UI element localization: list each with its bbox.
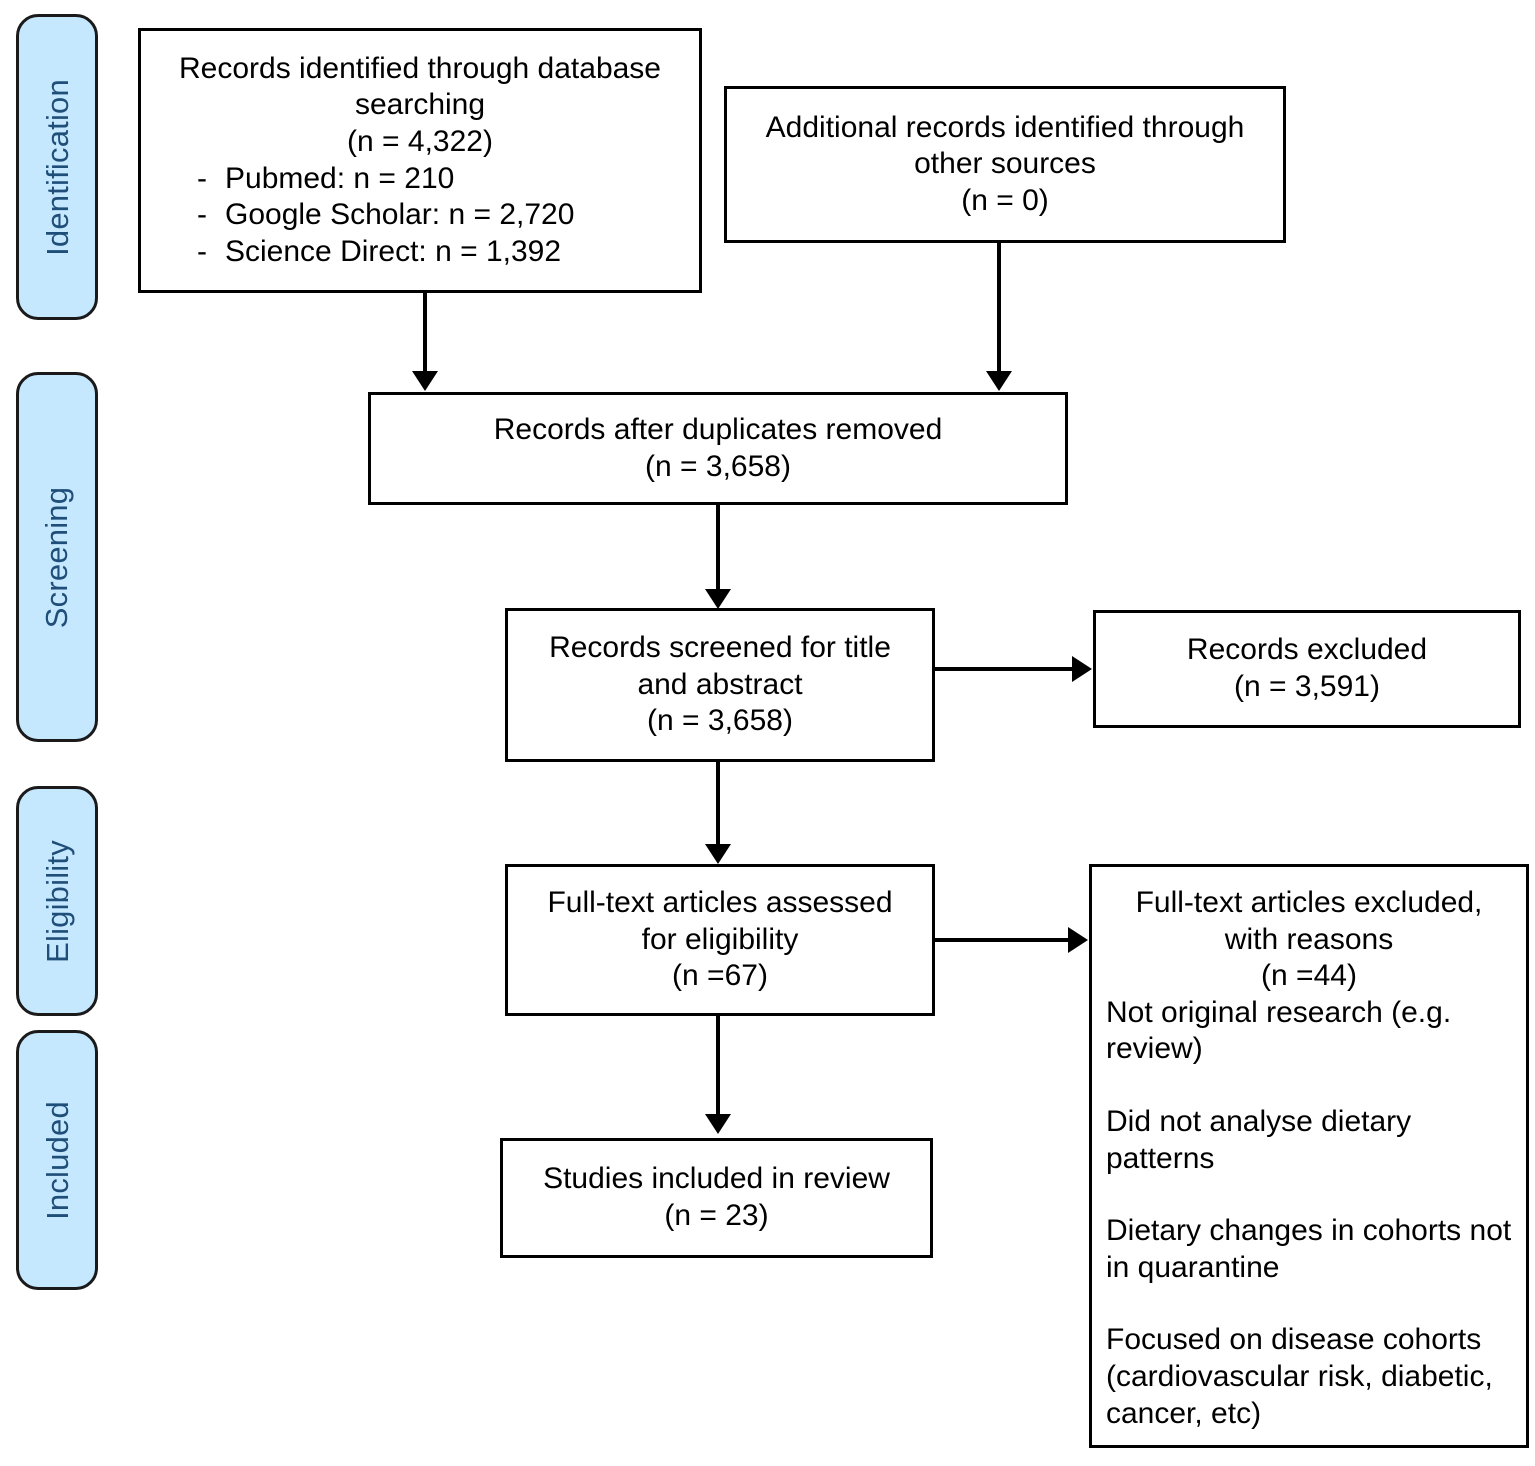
- reason-spacer: [1106, 1286, 1512, 1322]
- box-excluded-line-1: Records excluded: [1186, 633, 1428, 667]
- stage-label-identification-text: Identification: [39, 78, 75, 256]
- box-reason-item-3: Dietary changes in cohorts not in quaran…: [1106, 1214, 1512, 1284]
- connector-other-to-duplicates-line: [997, 243, 1001, 373]
- box-screened-line-3: (n = 3,658): [647, 704, 793, 738]
- connector-screened-to-excluded-line: [935, 667, 1074, 671]
- stage-label-eligibility: Eligibility: [16, 786, 98, 1016]
- stage-label-eligibility-text: Eligibility: [39, 839, 75, 963]
- connector-fulltext-to-reasons-line: [935, 938, 1070, 942]
- box-reason-item-2: Did not analyse dietary patterns: [1106, 1104, 1412, 1175]
- stage-label-identification: Identification: [16, 14, 98, 320]
- box-records-excluded: Records excluded (n = 3,591): [1093, 610, 1521, 728]
- box-additional-records-other-sources: Additional records identified through ot…: [724, 86, 1286, 243]
- box-reasons-line-3: (n =44): [1261, 959, 1357, 993]
- box-screened-line-2: and abstract: [637, 667, 803, 701]
- box-records-identified-database: Records identified through database sear…: [138, 28, 702, 293]
- connector-other-to-duplicates-arrow: [986, 371, 1012, 391]
- stage-label-screening-text: Screening: [39, 486, 75, 628]
- box-fulltext-assessed: Full-text articles assessed for eligibil…: [505, 864, 935, 1016]
- connector-duplicates-to-screened-arrow: [705, 589, 731, 609]
- box-db-bullet-science-direct: - Science Direct: n = 1,392: [151, 234, 689, 271]
- box-db-line-3: (n = 4,322): [347, 124, 493, 158]
- connector-db-to-duplicates-arrow: [412, 371, 438, 391]
- box-db-bullet-pubmed: - Pubmed: n = 210: [151, 161, 689, 198]
- box-included-line-2: (n = 23): [664, 1199, 769, 1232]
- connector-screened-to-fulltext-arrow: [705, 844, 731, 864]
- box-dup-line-2: (n = 3,658): [645, 449, 791, 483]
- connector-screened-to-fulltext-line: [716, 762, 720, 846]
- box-records-screened: Records screened for title and abstract …: [505, 608, 935, 762]
- box-other-line-2: other sources: [914, 147, 1096, 181]
- box-fulltext-line-2: for eligibility: [641, 922, 799, 956]
- box-fulltext-line-1: Full-text articles assessed: [547, 886, 893, 920]
- box-screened-line-1: Records screened for title: [549, 631, 891, 665]
- box-db-bullet-pubmed-text: Pubmed: n = 210: [225, 161, 455, 195]
- connector-fulltext-to-included-arrow: [705, 1114, 731, 1134]
- box-reasons-line-2: with reasons: [1224, 922, 1394, 956]
- box-db-bullet-science-direct-text: Science Direct: n = 1,392: [225, 234, 562, 268]
- box-fulltext-line-3: (n =67): [672, 959, 768, 993]
- bullet-dash-icon: -: [197, 198, 207, 232]
- box-reason-item-1: Not original research (e.g. review): [1106, 995, 1452, 1066]
- box-fulltext-excluded-reasons: Full-text articles excluded, with reason…: [1089, 864, 1529, 1448]
- bullet-dash-icon: -: [197, 234, 207, 268]
- box-records-after-duplicates-removed: Records after duplicates removed (n = 3,…: [368, 392, 1068, 505]
- connector-duplicates-to-screened-line: [716, 505, 720, 591]
- stage-label-included: Included: [16, 1030, 98, 1290]
- box-reasons-line-1: Full-text articles excluded,: [1135, 886, 1483, 919]
- box-excluded-line-2: (n = 3,591): [1234, 670, 1380, 703]
- box-db-bullet-google-scholar-text: Google Scholar: n = 2,720: [225, 198, 575, 232]
- box-other-line-3: (n = 0): [961, 183, 1049, 217]
- box-studies-included: Studies included in review (n = 23): [500, 1138, 933, 1258]
- box-db-line-2: searching: [354, 88, 486, 122]
- connector-fulltext-to-included-line: [716, 1016, 720, 1116]
- connector-screened-to-excluded-arrow: [1072, 656, 1092, 682]
- box-reason-item-4: Focused on disease cohorts (cardiovascul…: [1106, 1323, 1493, 1430]
- stage-label-screening: Screening: [16, 372, 98, 742]
- reason-spacer: [1106, 1068, 1512, 1104]
- box-db-line-1: Records identified through database: [179, 51, 661, 85]
- box-included-line-1: Studies included in review: [543, 1162, 890, 1196]
- box-other-line-1: Additional records identified through: [765, 110, 1245, 144]
- connector-db-to-duplicates-line: [423, 293, 427, 373]
- box-db-bullet-google-scholar: - Google Scholar: n = 2,720: [151, 197, 689, 234]
- box-dup-line-1: Records after duplicates removed: [493, 412, 943, 446]
- stage-label-included-text: Included: [39, 1100, 75, 1220]
- bullet-dash-icon: -: [197, 161, 207, 195]
- reason-spacer: [1106, 1177, 1512, 1213]
- connector-fulltext-to-reasons-arrow: [1068, 927, 1088, 953]
